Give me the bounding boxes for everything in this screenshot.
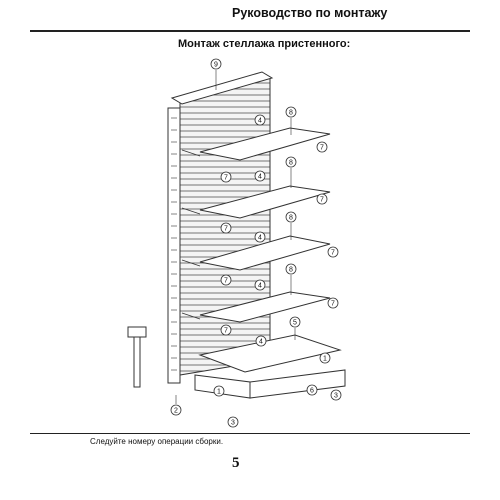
svg-text:4: 4: [259, 339, 263, 346]
callout-7: 7: [327, 297, 339, 309]
svg-text:7: 7: [224, 175, 228, 182]
callout-8: 8: [285, 106, 297, 118]
header-divider: [30, 30, 470, 32]
callout-8: 8: [285, 156, 297, 168]
callout-5: 5: [289, 316, 301, 328]
svg-text:3: 3: [334, 393, 338, 400]
upright-post: [167, 107, 181, 384]
svg-text:3: 3: [231, 420, 235, 427]
svg-text:1: 1: [217, 389, 221, 396]
callout-7: 7: [316, 141, 328, 153]
svg-text:4: 4: [258, 283, 262, 290]
callout-7: 7: [316, 193, 328, 205]
callout-8: 8: [285, 263, 297, 275]
top-cap: [170, 71, 274, 105]
assembly-instruction: Следуйте номеру операции сборки.: [90, 437, 224, 446]
svg-text:2: 2: [174, 408, 178, 415]
callout-7: 7: [220, 274, 232, 286]
callout-1: 1: [213, 385, 225, 397]
svg-text:9: 9: [214, 62, 218, 69]
callout-1: 1: [319, 352, 331, 364]
callout-7: 7: [220, 222, 232, 234]
callout-3: 3: [330, 389, 342, 401]
callout-7: 7: [220, 171, 232, 183]
callout-8: 8: [285, 211, 297, 223]
callout-7: 7: [327, 246, 339, 258]
callout-4: 4: [254, 114, 266, 126]
callout-4: 4: [254, 279, 266, 291]
callout-3: 3: [227, 416, 239, 428]
svg-text:7: 7: [331, 301, 335, 308]
base-kickplate: [249, 369, 346, 399]
shelves: [199, 127, 331, 323]
callout-7: 7: [220, 324, 232, 336]
svg-text:8: 8: [289, 110, 293, 117]
callout-9: 9: [210, 58, 222, 70]
svg-text:7: 7: [320, 145, 324, 152]
svg-text:7: 7: [224, 226, 228, 233]
svg-text:7: 7: [224, 278, 228, 285]
svg-text:8: 8: [289, 267, 293, 274]
mallet-icon: [127, 326, 147, 388]
page-number: 5: [232, 455, 240, 471]
svg-text:4: 4: [258, 174, 262, 181]
section-subtitle: Монтаж стеллажа пристенного:: [178, 38, 351, 50]
svg-text:6: 6: [310, 388, 314, 395]
callout-6: 6: [306, 384, 318, 396]
svg-text:5: 5: [293, 320, 297, 327]
svg-text:1: 1: [323, 356, 327, 363]
shelf-brackets: [181, 149, 201, 320]
document-title: Руководство по монтажу: [232, 6, 388, 20]
svg-text:4: 4: [258, 235, 262, 242]
footer-divider: [30, 433, 470, 434]
svg-text:4: 4: [258, 118, 262, 125]
svg-text:7: 7: [320, 197, 324, 204]
svg-text:8: 8: [289, 160, 293, 167]
callout-4: 4: [254, 170, 266, 182]
svg-text:8: 8: [289, 215, 293, 222]
svg-text:7: 7: [331, 250, 335, 257]
callout-4: 4: [254, 231, 266, 243]
svg-text:7: 7: [224, 328, 228, 335]
callout-4: 4: [255, 335, 267, 347]
callout-2: 2: [170, 404, 182, 416]
